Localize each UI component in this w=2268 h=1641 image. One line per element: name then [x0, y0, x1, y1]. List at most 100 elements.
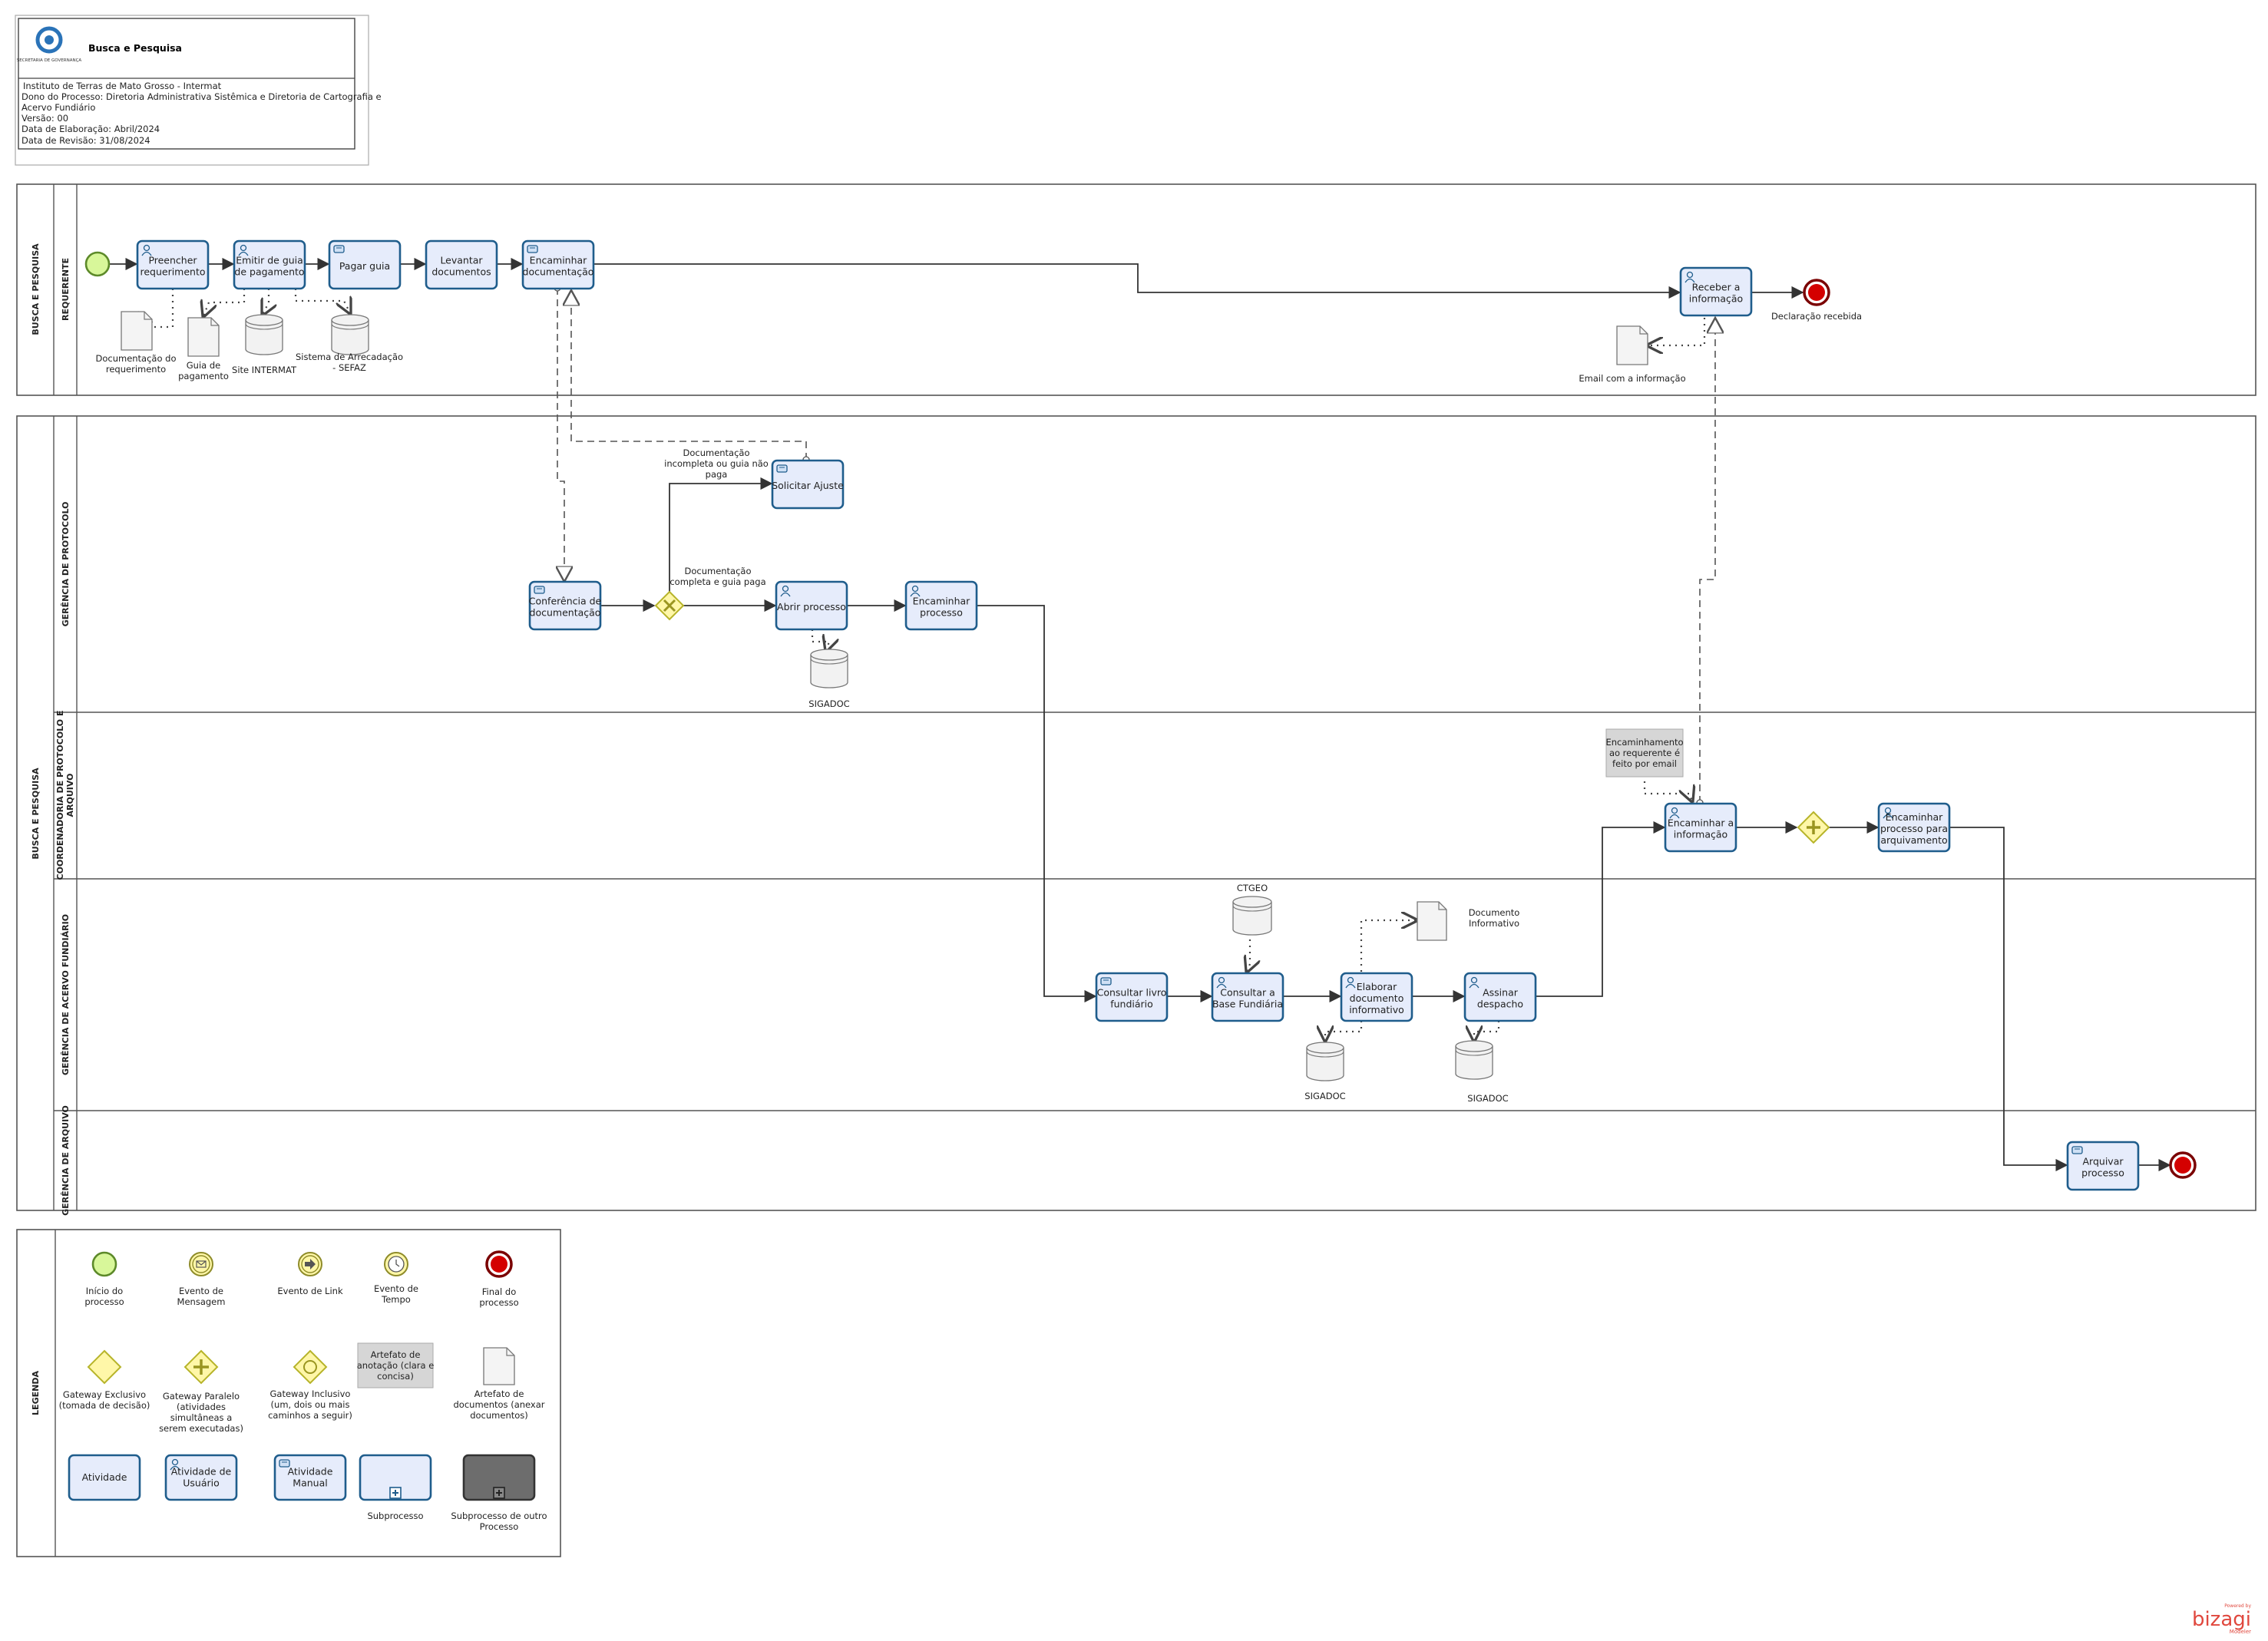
logo-text: SECRETARIA DE GOVERNANÇA	[17, 58, 82, 63]
lane-acervo: GERÊNCIA DE ACERVO FUNDIÁRIO	[61, 914, 71, 1075]
task-label: Solicitar Ajuste	[772, 480, 844, 491]
pool-name: BUSCA E PESQUISA	[31, 243, 41, 335]
legend-gw-exclusive: Gateway Exclusivo(tomada de decisão)	[59, 1349, 150, 1411]
legend-label: Mensagem	[177, 1296, 226, 1307]
task-label: despacho	[1477, 999, 1523, 1010]
artifact-label: Documentação do	[95, 353, 176, 364]
note-line: feito por email	[1612, 758, 1677, 769]
task-label: Base Fundiária	[1212, 999, 1283, 1010]
task-label: Preencher	[148, 255, 197, 266]
legend-label: Artefato de	[474, 1388, 524, 1399]
gateway-label: completa e guia paga	[669, 576, 765, 587]
gateway-label: incompleta ou guia não	[664, 458, 769, 469]
task-label: Abrir processo	[777, 601, 846, 612]
task-label: Consultar a	[1220, 987, 1275, 999]
task-label: informação	[1674, 829, 1727, 840]
artifact-label: - SEFAZ	[332, 362, 366, 373]
task-label: Encaminhar	[1886, 811, 1944, 823]
header-line: Versão: 00	[21, 113, 68, 124]
artifact-label: CTGEO	[1237, 883, 1268, 893]
task-solicitar[interactable]: Solicitar Ajuste	[771, 459, 845, 510]
message-flows	[554, 284, 1715, 807]
gateway-label: Documentação	[684, 566, 751, 576]
legend-label: Gateway Exclusivo	[63, 1389, 146, 1400]
legend-pool: LEGENDA	[16, 1229, 561, 1557]
task-label: Encaminhar	[913, 596, 971, 607]
task-label: Pagar guia	[339, 260, 390, 272]
legend-label: simultâneas a	[170, 1412, 233, 1423]
header-line: Data de Elaboração: Abril/2024	[21, 124, 160, 134]
task-label: Arquivar	[2083, 1156, 2124, 1167]
artifact-label: requerimento	[106, 364, 166, 375]
task-label: de pagamento	[234, 266, 304, 278]
artifact-label: Guia de	[187, 360, 220, 371]
diagram-title: Busca e Pesquisa	[88, 42, 182, 54]
task-label: informação	[1689, 293, 1743, 305]
pool-1: BUSCA E PESQUISA REQUERENTE	[16, 183, 2256, 396]
legend-label: (um, dois ou mais	[271, 1399, 350, 1410]
task-label: processo	[2081, 1167, 2124, 1179]
task-label: Levantar	[440, 255, 483, 266]
pool-2: BUSCA E PESQUISA GERÊNCIA DE PROTOCOLO C…	[16, 415, 2256, 1216]
task-label: fundiário	[1110, 999, 1153, 1010]
task-abrir[interactable]: Abrir processo	[775, 580, 848, 631]
gateway-label: Documentação	[683, 447, 749, 458]
legend-label: Atividade	[82, 1471, 127, 1483]
task-label: documentação	[523, 266, 594, 278]
task-label: Conferência de	[529, 596, 602, 607]
legend-gw-inclusive: Gateway Inclusivo(um, dois ou maiscaminh…	[268, 1349, 352, 1421]
exclusive-gateway	[654, 590, 685, 621]
header-line: Dono do Processo: Diretoria Administrati…	[21, 91, 382, 102]
legend-label: Evento de	[179, 1286, 223, 1296]
legend-label: Início do	[86, 1286, 123, 1296]
header-line: Data de Revisão: 31/08/2024	[21, 135, 150, 146]
artifact-label: Informativo	[1469, 918, 1519, 929]
task-pagar[interactable]: Pagar guia	[328, 239, 402, 290]
end-event-declaracao	[1803, 279, 1830, 306]
legend-label: Gateway Paralelo	[163, 1391, 240, 1402]
lane-protocolo: GERÊNCIA DE PROTOCOLO	[61, 502, 71, 627]
legend-label: concisa)	[377, 1371, 414, 1382]
task-label: Emitir de guia	[236, 255, 303, 266]
end-event-arquivo	[2169, 1151, 2197, 1179]
legend-label: Atividade	[288, 1466, 333, 1478]
label-incompleta: Documentação incompleta ou guia não paga	[664, 447, 769, 480]
lane-arquivo: GERÊNCIA DE ARQUIVO	[61, 1105, 71, 1216]
watermark-sub: Modeler	[2230, 1629, 2251, 1635]
task-label: informativo	[1349, 1004, 1404, 1015]
legend-label: Evento de Link	[277, 1286, 343, 1296]
legend-label: (atividades	[177, 1402, 226, 1412]
legend-label: Tempo	[381, 1294, 411, 1305]
artifact-site: Site INTERMAT	[232, 314, 297, 375]
legend-label: anotação (clara e	[357, 1360, 435, 1371]
task-label: processo para	[1880, 823, 1948, 834]
watermark-brand: bizagi	[2192, 1608, 2251, 1631]
task-label: documentos	[431, 266, 491, 278]
artifact-label: Email com a informação	[1579, 373, 1685, 384]
legend-label: documentos)	[470, 1410, 528, 1421]
artifact-ctgeo: CTGEO	[1232, 883, 1272, 936]
lane-requerente: REQUERENTE	[61, 258, 71, 321]
